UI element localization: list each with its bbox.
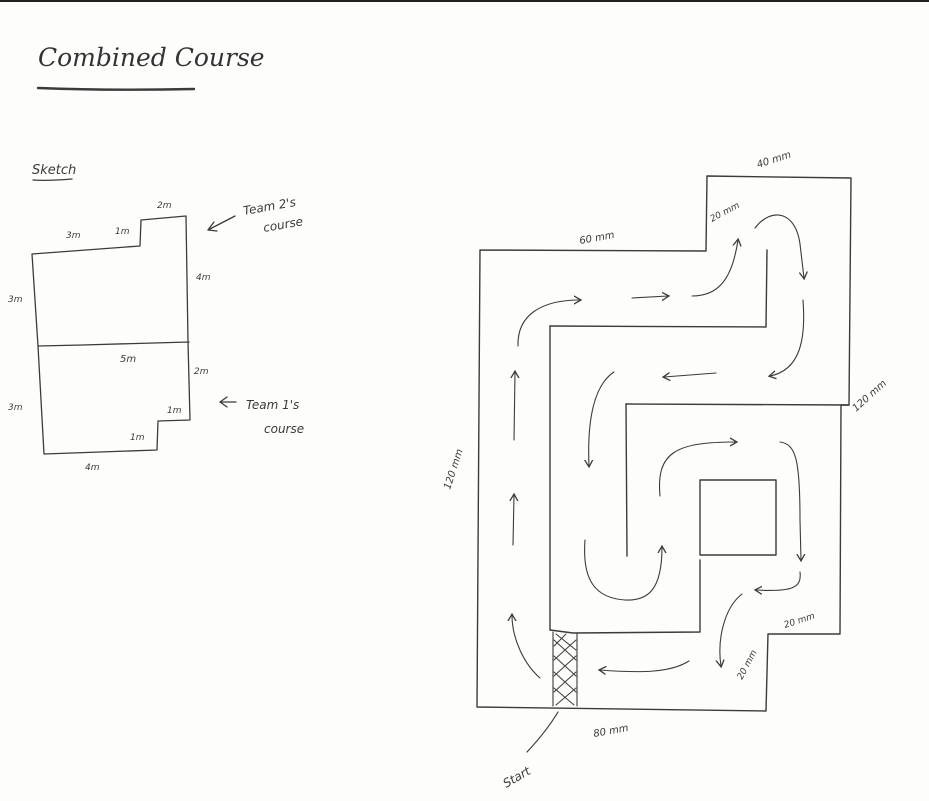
route-arrow-icon: [512, 615, 541, 679]
route-arrow-icon: [589, 371, 615, 466]
course-outer-wall: [476, 175, 852, 712]
course-label-right-120mm: 120 mm: [851, 378, 890, 414]
course-label-left-120mm: 120 mm: [442, 448, 465, 491]
team2-arrow-icon: [207, 221, 218, 232]
route-arrow-icon: [779, 441, 801, 560]
inner-wall-stub: [625, 403, 628, 557]
route-arrow-icon: [514, 372, 515, 441]
page-title: Combined Course: [38, 43, 265, 72]
sketch-label-notch-1m-right: 1m: [167, 406, 182, 416]
start-callout: Start: [501, 711, 559, 791]
sketch-label-mid-5m: 5m: [120, 354, 136, 365]
start-label: Start: [501, 763, 535, 790]
inner-wall-top: [549, 249, 768, 328]
route-arrow-icon: [513, 495, 514, 546]
team1-callout: Team 1's course: [219, 396, 304, 436]
sketch-label-notch-1m-bottom: 1m: [130, 433, 145, 443]
route-arrow-icon: [600, 660, 690, 672]
sketch-label-bottom-4m: 4m: [85, 463, 100, 473]
sketch-divider: [37, 341, 190, 347]
team1-callout-line2: course: [264, 422, 304, 436]
route-arrow-icon: [754, 214, 804, 278]
route-arrow-icon: [756, 571, 801, 590]
course-label-top-40mm: 40 mm: [756, 149, 793, 170]
sketch-label-top-1m: 1m: [115, 227, 130, 237]
course-label-inner-20mm-bottom: 20 mm: [736, 648, 760, 681]
sketch-label-left-3m-upper: 3m: [8, 295, 23, 305]
course-label-right-20mm: 20 mm: [783, 611, 817, 630]
route-arrow-icon: [664, 373, 717, 377]
team2-callout-line2: course: [262, 214, 304, 235]
route-arrow-icon: [658, 442, 736, 497]
course-label-bottom-80mm: 80 mm: [593, 723, 630, 740]
sketch-outline: [31, 215, 191, 455]
route-arrow-icon: [770, 299, 805, 376]
inner-obstacle-box: [699, 479, 777, 556]
title-underline: [36, 86, 196, 91]
route-arrow-icon: [720, 593, 743, 666]
course-label-top-60mm: 60 mm: [579, 230, 616, 247]
course-inner-walls: [549, 249, 850, 634]
start-zone-hatch: [552, 631, 578, 707]
sketch-label-right-2m: 2m: [194, 367, 209, 377]
sketch-label-top-3m: 3m: [66, 231, 81, 241]
sketch-label-left-3m-lower: 3m: [8, 403, 23, 413]
route-arrow-icon: [631, 296, 668, 298]
team2-callout-line1: Team 2's: [242, 195, 297, 218]
route-arrow-icon: [691, 240, 738, 297]
team2-callout: Team 2's course: [207, 195, 304, 235]
sketch-label-right-4m: 4m: [196, 273, 211, 283]
course-label-inner-20mm-top: 20 mm: [709, 201, 742, 225]
inner-wall-bottom: [549, 559, 701, 634]
sketch-label-top-2m: 2m: [157, 201, 172, 211]
inner-wall-middle: [625, 403, 850, 406]
team1-arrow-icon: [219, 396, 228, 408]
route-arrow-icon: [517, 300, 580, 347]
sketch-heading: Sketch: [32, 163, 76, 178]
route-arrow-icon: [584, 539, 662, 601]
route-arrows: [512, 214, 805, 679]
team1-callout-line1: Team 1's: [246, 398, 299, 412]
sketch-heading-underline: [32, 178, 73, 182]
